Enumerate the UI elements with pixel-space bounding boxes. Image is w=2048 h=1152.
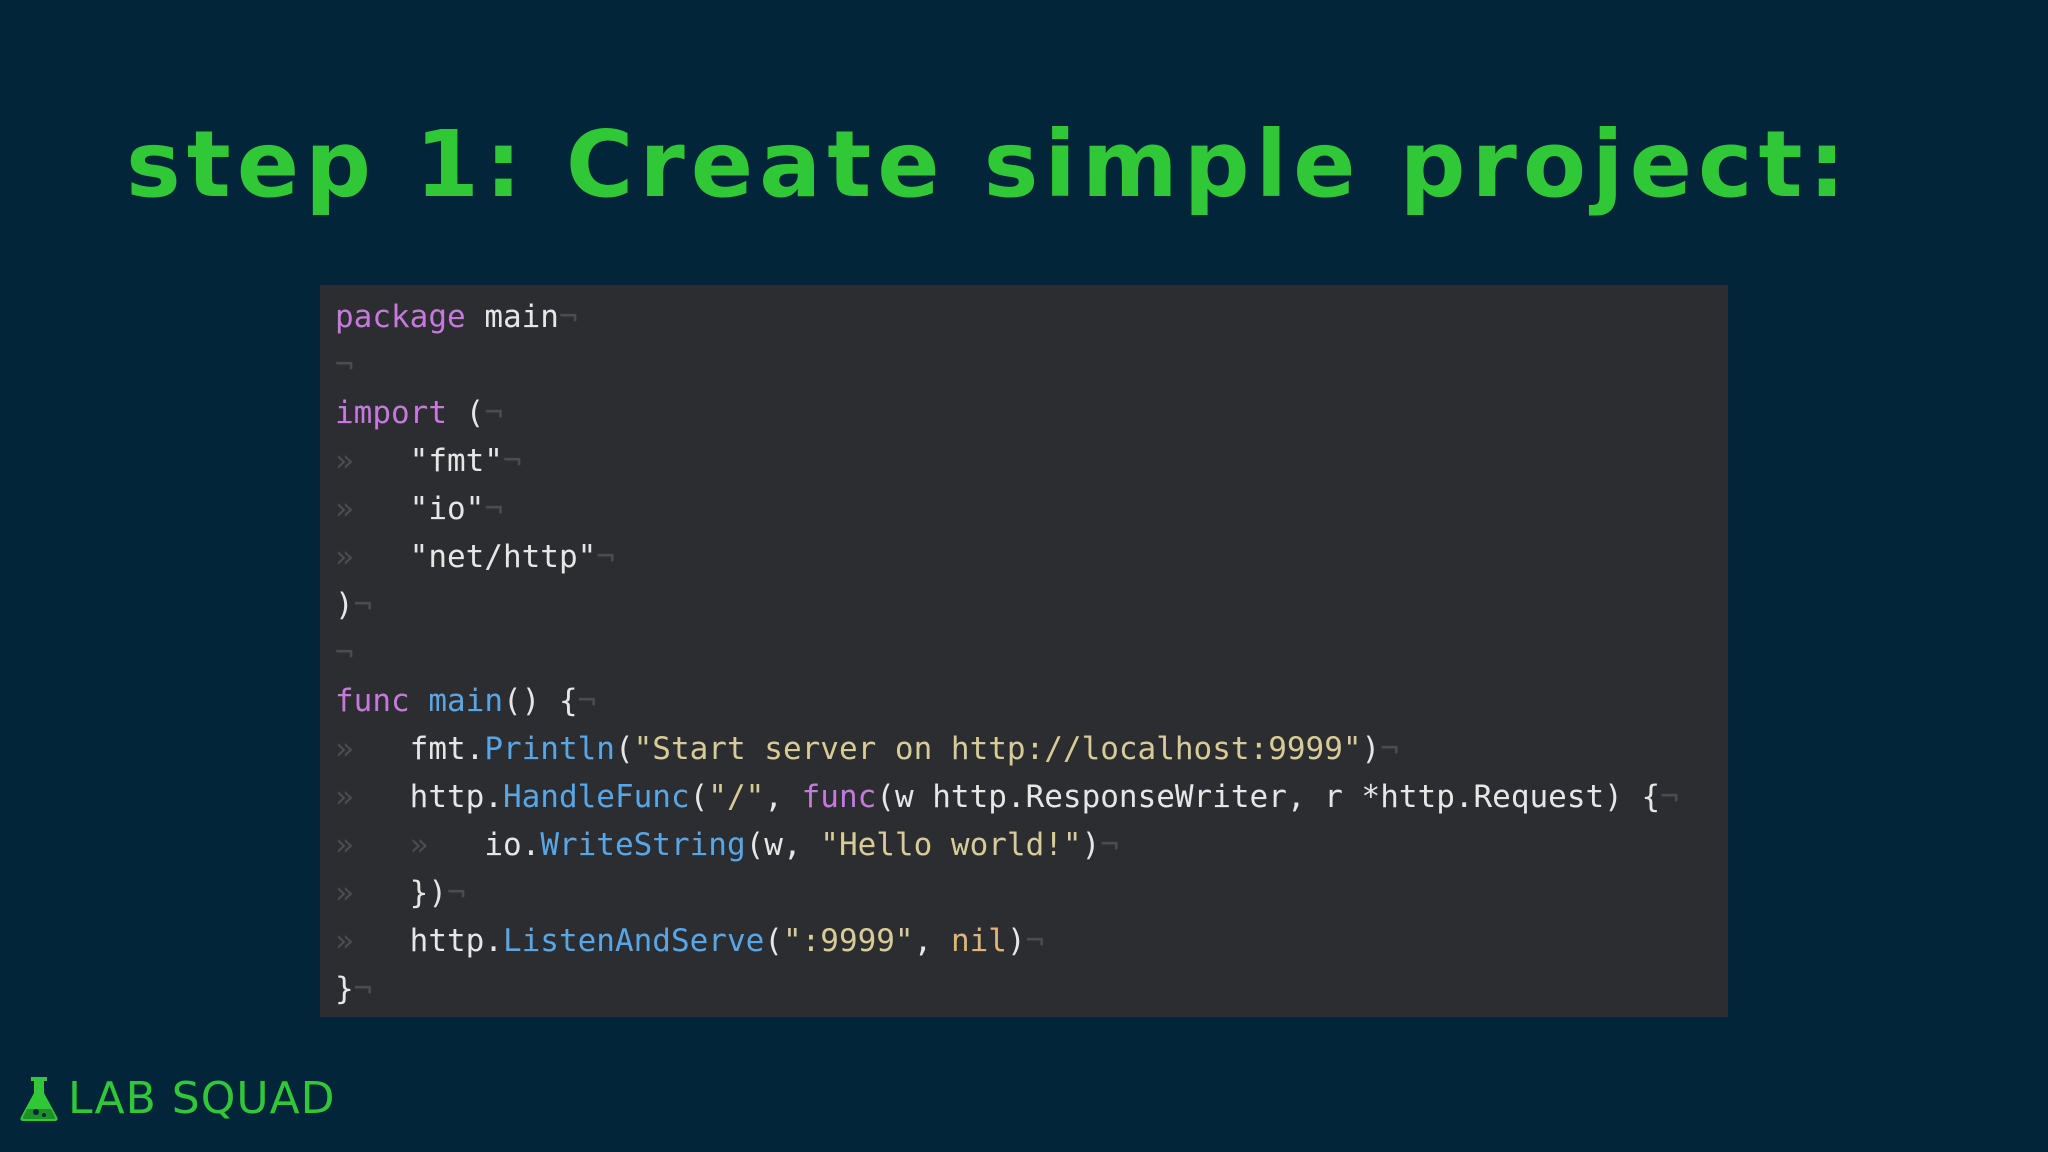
code-token: , bbox=[764, 779, 802, 815]
code-line: import (¬ bbox=[335, 389, 503, 437]
whitespace-marker: ¬ bbox=[353, 587, 373, 623]
whitespace-marker: ¬ bbox=[1380, 731, 1399, 767]
whitespace-marker: ¬ bbox=[446, 875, 466, 911]
whitespace-marker: » bbox=[335, 779, 410, 815]
code-token: fmt. bbox=[409, 731, 485, 767]
code-token: WriteString bbox=[540, 827, 746, 863]
code-token: io. bbox=[484, 827, 541, 863]
code-token: "fmt" bbox=[409, 443, 503, 479]
code-token: "io" bbox=[409, 491, 485, 527]
whitespace-marker: » bbox=[335, 443, 410, 479]
code-token: main bbox=[465, 299, 559, 335]
code-token: }) bbox=[409, 875, 447, 911]
whitespace-marker: ¬ bbox=[335, 635, 354, 671]
code-line: )¬ bbox=[335, 581, 372, 629]
whitespace-marker: ¬ bbox=[1660, 779, 1679, 815]
code-token: "Hello world!" bbox=[820, 827, 1082, 863]
code-token: ( bbox=[446, 395, 485, 431]
brand-name: LAB SQUAD bbox=[68, 1072, 336, 1124]
code-token: HandleFunc bbox=[502, 779, 690, 815]
flask-icon bbox=[20, 1077, 58, 1121]
code-token: ListenAndServe bbox=[502, 923, 765, 959]
code-line: » "io"¬ bbox=[335, 485, 503, 533]
code-token: ) bbox=[1361, 731, 1381, 767]
code-line: func main() {¬ bbox=[335, 677, 596, 725]
whitespace-marker: » bbox=[335, 731, 410, 767]
code-token: main bbox=[428, 683, 503, 719]
whitespace-marker: ¬ bbox=[353, 971, 373, 1007]
whitespace-marker: ¬ bbox=[335, 347, 354, 383]
code-token: nil bbox=[950, 923, 1007, 959]
code-token: (w http.ResponseWriter, r *http.Request)… bbox=[876, 779, 1661, 815]
slide-title: step 1: Create simple project: bbox=[126, 111, 1852, 218]
whitespace-marker: » bbox=[335, 875, 410, 911]
code-token: "Start server on http://localhost:9999" bbox=[633, 731, 1362, 767]
code-token: } bbox=[335, 971, 354, 1007]
code-token: (w, bbox=[745, 827, 821, 863]
whitespace-marker: » bbox=[335, 539, 410, 575]
whitespace-marker: ¬ bbox=[1025, 923, 1045, 959]
code-token: http. bbox=[409, 923, 503, 959]
code-block: package main¬ ¬ import (¬ » "fmt"¬ » "io… bbox=[320, 285, 1728, 1017]
code-token: , bbox=[913, 923, 951, 959]
whitespace-marker: ¬ bbox=[577, 683, 597, 719]
whitespace-marker: ¬ bbox=[484, 491, 503, 527]
code-line: » "fmt"¬ bbox=[335, 437, 522, 485]
code-token: http. bbox=[409, 779, 503, 815]
code-token: func bbox=[335, 683, 410, 719]
whitespace-marker: ¬ bbox=[484, 395, 503, 431]
whitespace-marker: » bbox=[409, 827, 485, 863]
code-line: package main¬ bbox=[335, 293, 578, 341]
code-token: package bbox=[335, 299, 466, 335]
code-line: » "net/http"¬ bbox=[335, 533, 615, 581]
code-line: ¬ bbox=[335, 341, 354, 389]
code-token: ":9999" bbox=[782, 923, 914, 959]
code-line: » » io.WriteString(w, "Hello world!")¬ bbox=[335, 821, 1119, 869]
code-token bbox=[410, 683, 429, 719]
code-line: ¬ bbox=[335, 629, 354, 677]
whitespace-marker: » bbox=[335, 827, 410, 863]
code-line: » fmt.Println("Start server on http://lo… bbox=[335, 725, 1399, 773]
code-line: }¬ bbox=[335, 965, 372, 1013]
whitespace-marker: ¬ bbox=[502, 443, 522, 479]
code-line: » http.HandleFunc("/", func(w http.Respo… bbox=[335, 773, 1679, 821]
code-token: ) bbox=[335, 587, 354, 623]
brand-logo: LAB SQUAD bbox=[16, 1068, 336, 1128]
code-token: func bbox=[801, 779, 877, 815]
code-token: ( bbox=[764, 923, 783, 959]
whitespace-marker: ¬ bbox=[558, 299, 578, 335]
code-token: "/" bbox=[708, 779, 765, 815]
whitespace-marker: » bbox=[335, 923, 410, 959]
code-token: () { bbox=[502, 683, 578, 719]
whitespace-marker: ¬ bbox=[1100, 827, 1119, 863]
code-token: ) bbox=[1006, 923, 1026, 959]
code-line: » http.ListenAndServe(":9999", nil)¬ bbox=[335, 917, 1044, 965]
code-token: ) bbox=[1081, 827, 1101, 863]
whitespace-marker: ¬ bbox=[596, 539, 615, 575]
code-token: import bbox=[335, 395, 447, 431]
code-token: Println bbox=[484, 731, 615, 767]
code-line: » })¬ bbox=[335, 869, 466, 917]
code-token: ( bbox=[614, 731, 634, 767]
whitespace-marker: » bbox=[335, 491, 410, 527]
code-token: ( bbox=[689, 779, 709, 815]
code-token: "net/http" bbox=[409, 539, 597, 575]
